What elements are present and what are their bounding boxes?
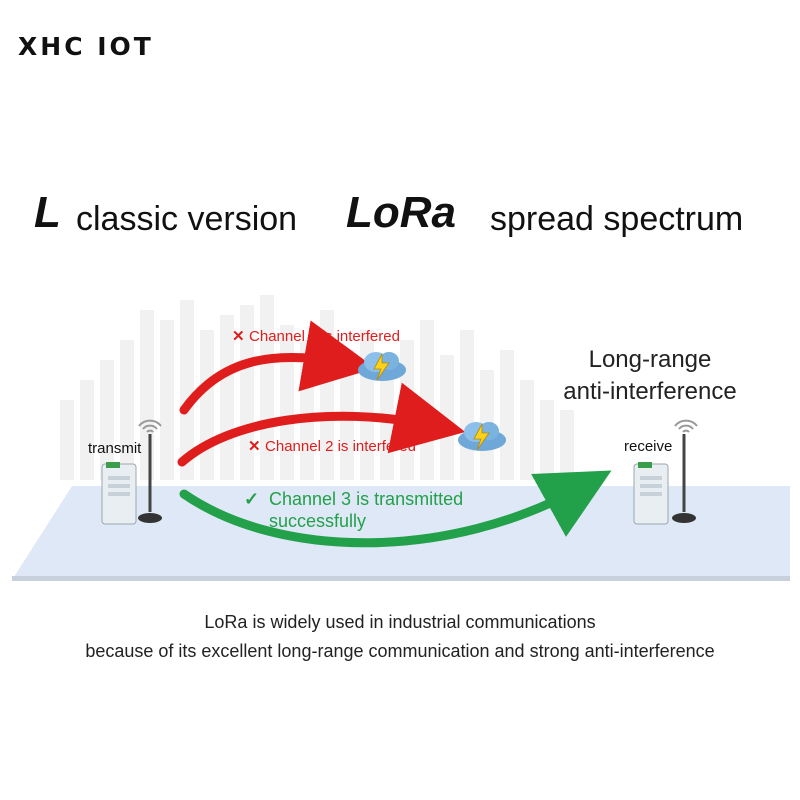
router-device-icon: [101, 434, 162, 525]
x-icon: ✕: [232, 328, 245, 345]
headline-left-letter: L: [34, 188, 61, 237]
check-icon: ✓: [244, 489, 260, 509]
x-icon: ✕: [248, 438, 261, 455]
receive-label: receive: [624, 438, 673, 455]
headline-left-text: classic version: [76, 200, 298, 238]
channel3-arrow: [179, 470, 612, 548]
channel1-arrow: [179, 320, 376, 415]
channel2-arrow: [177, 382, 466, 467]
channel1-label: Channel 1 is interfered: [249, 328, 400, 345]
range-title-line2: anti-interference: [563, 378, 737, 405]
wifi-signal-icon: [674, 419, 698, 433]
caption: LoRa is widely used in industrial commun…: [0, 608, 800, 666]
channel3-label-line2: successfully: [269, 511, 367, 531]
router-device-icon: [633, 434, 696, 525]
range-title: Long-range anti-interference: [540, 344, 760, 408]
brand-logo: XHC IOT: [18, 32, 154, 61]
wifi-signal-icon: [138, 419, 162, 433]
headline-right-letter: LoRa: [346, 188, 456, 237]
transmit-label: transmit: [88, 440, 142, 457]
channel3-label-line1: Channel 3 is transmitted: [269, 489, 464, 509]
headline-right-text: spread spectrum: [490, 200, 744, 238]
headline: L classic version LoRa spread spectrum: [0, 188, 800, 248]
caption-line1: LoRa is widely used in industrial commun…: [204, 612, 596, 632]
channel2-status: ✕ Channel 2 is interfered: [248, 437, 416, 456]
caption-line2: because of its excellent long-range comm…: [85, 641, 715, 661]
storm-cloud-icon: [458, 422, 506, 451]
channel2-label: Channel 2 is interfered: [265, 438, 416, 455]
storm-cloud-icon: [358, 352, 406, 381]
channel1-status: ✕ Channel 1 is interfered: [232, 327, 400, 346]
range-title-line1: Long-range: [588, 346, 712, 373]
